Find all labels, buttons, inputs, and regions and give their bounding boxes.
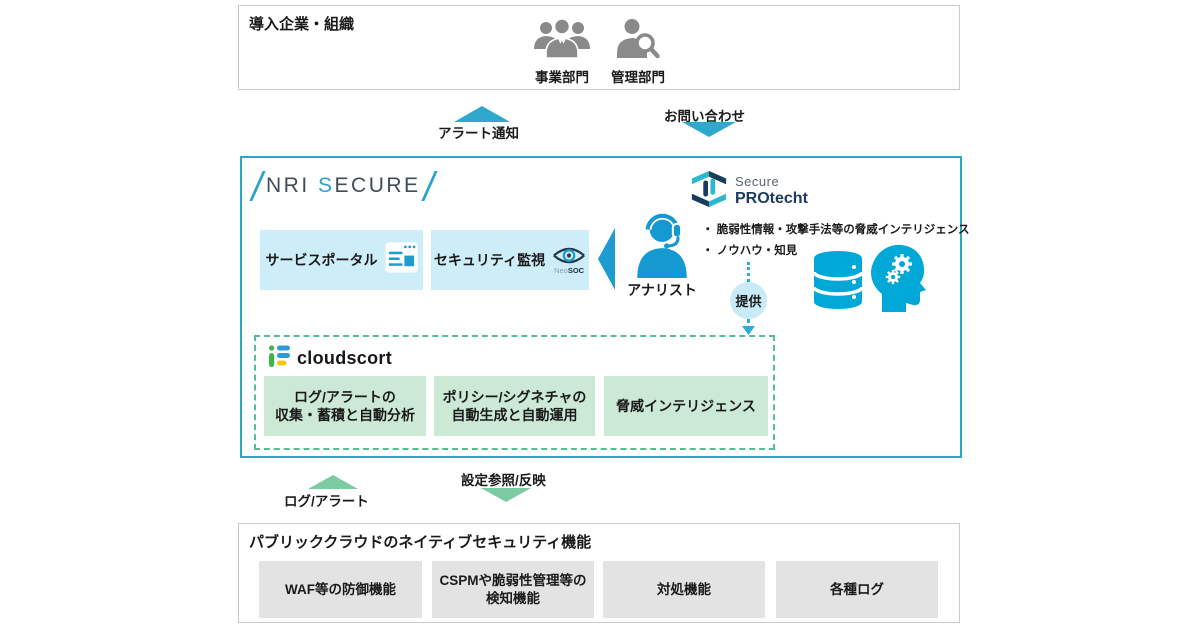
protecht-logo-text: Secure PROtecht (735, 173, 808, 207)
nri-logo-slash-left (249, 171, 266, 201)
analyst-label: アナリスト (627, 282, 697, 298)
alert-up-arrow (454, 106, 510, 122)
nri-secure-logo: NRI SECURE (249, 171, 438, 201)
nri-logo-text: NRI SECURE (266, 174, 421, 197)
customer-org-box: 導入企業・組織 (238, 5, 960, 90)
feature-logs: 各種ログ (776, 561, 938, 618)
cloudscort-logo: cloudscort (268, 344, 392, 373)
provide-badge: 提供 (730, 282, 767, 319)
person-search-icon (615, 17, 661, 64)
cloudscort-logo-text: cloudscort (297, 348, 393, 368)
department-row: 事業部門 管理部門 (239, 17, 959, 86)
analyst-headset-icon (630, 211, 692, 283)
settings-reflect-label: 設定参照/反映 (461, 473, 546, 488)
business-department: 事業部門 (533, 17, 591, 86)
nri-logo-slash-right (420, 171, 438, 201)
feature-log-collection: ログ/アラートの 収集・蓄積と自動分析 (264, 376, 426, 436)
settings-down-arrow (481, 488, 531, 502)
cloudscort-icon (268, 344, 290, 373)
admin-department: 管理部門 (611, 17, 665, 86)
neosoc-label: NeoSOC (554, 266, 585, 276)
inquiry-down-arrow (682, 122, 736, 137)
provide-arrowhead-icon (742, 326, 755, 335)
knowledge-head-gears-icon (868, 242, 928, 317)
provide-dotted-line-top (747, 262, 750, 282)
people-group-icon (533, 17, 591, 64)
inquiry-label: お問い合わせ (664, 109, 745, 124)
intelligence-bullets: ・ 脆弱性情報・攻撃手法等の脅威インテリジェンス ・ ノウハウ・知見 (702, 220, 969, 262)
feature-response: 対処機能 (603, 561, 765, 618)
public-cloud-box: パブリッククラウドのネイティブセキュリティ機能 WAF等の防御機能 CSPMや脆… (238, 523, 960, 623)
service-portal-box: サービスポータル (260, 230, 423, 290)
analyst-to-monitoring-arrow (598, 228, 615, 290)
database-icon (812, 248, 864, 317)
log-alert-label: ログ/アラート (284, 494, 369, 509)
feature-policy-signature: ポリシー/シグネチャの 自動生成と自動運用 (434, 376, 595, 436)
secure-protecht-logo: Secure PROtecht (690, 169, 808, 214)
cloudscort-box: cloudscort ログ/アラートの 収集・蓄積と自動分析 ポリシー/シグネチ… (254, 335, 775, 450)
alert-up-label: アラート通知 (438, 126, 519, 141)
bullet-item: ・ 脆弱性情報・攻撃手法等の脅威インテリジェンス (702, 224, 970, 236)
protecht-shield-icon (690, 169, 728, 214)
provide-dotted-line-bottom (747, 319, 750, 331)
service-portal-label: サービスポータル (265, 252, 378, 268)
admin-department-label: 管理部門 (611, 70, 665, 85)
log-alert-up-arrow (308, 475, 358, 489)
nri-secure-box: NRI SECURE Secure PROtecht サービスポータル (240, 156, 969, 458)
customer-org-title: 導入企業・組織 (249, 16, 355, 33)
feature-cspm-detection: CSPMや脆弱性管理等の 検知機能 (432, 561, 594, 618)
feature-waf-defense: WAF等の防御機能 (259, 561, 422, 618)
business-department-label: 事業部門 (535, 70, 589, 85)
security-monitoring-box: セキュリティ監視 NeoSOC (431, 230, 589, 290)
feature-threat-intelligence: 脅威インテリジェンス (604, 376, 768, 436)
security-monitoring-label: セキュリティ監視 (433, 252, 546, 268)
bullet-item: ・ ノウハウ・知見 (702, 245, 798, 257)
neosoc-eye-icon: NeoSOC (552, 245, 586, 275)
public-cloud-title: パブリッククラウドのネイティブセキュリティ機能 (249, 534, 592, 551)
browser-window-icon (385, 242, 418, 278)
